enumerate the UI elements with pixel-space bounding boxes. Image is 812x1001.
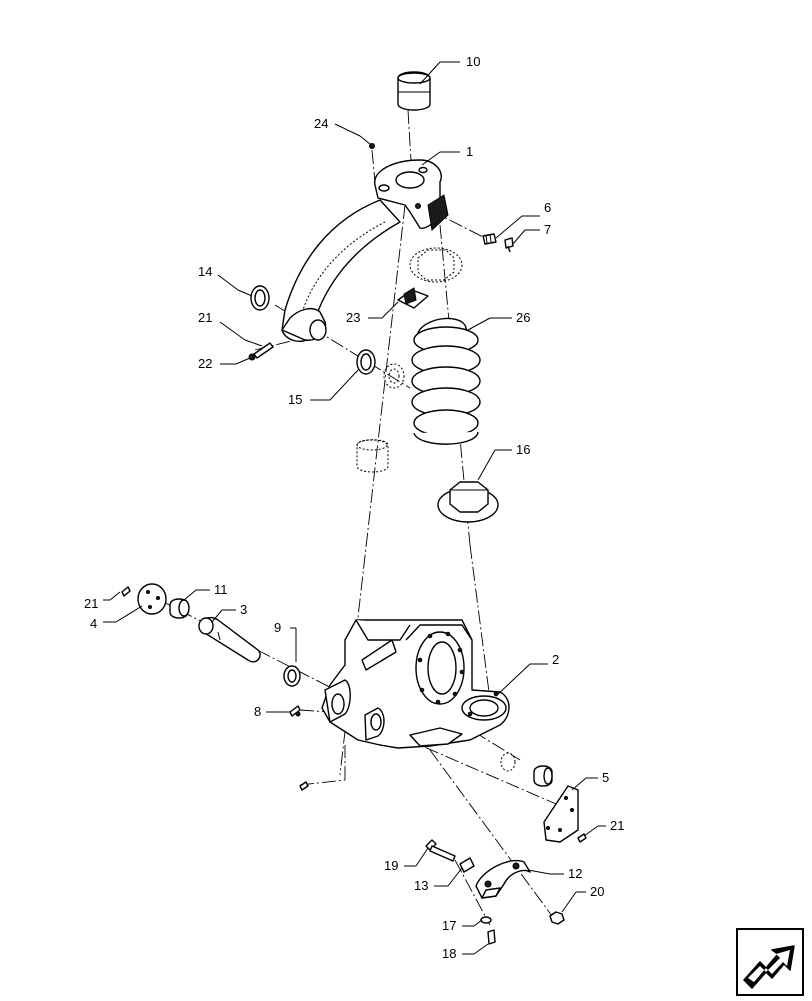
callout-2: 2 <box>552 652 559 667</box>
callout-8: 8 <box>254 704 261 719</box>
callout-10: 10 <box>466 54 480 69</box>
part-26-coil-spring <box>411 317 481 445</box>
callout-4: 4 <box>90 616 97 631</box>
part-11-spacer <box>169 598 190 619</box>
callout-26: 26 <box>516 310 530 325</box>
part-5-plate <box>543 785 579 843</box>
callout-labels: 10 1 24 6 7 14 21 22 23 26 15 16 11 3 21… <box>84 54 624 961</box>
callout-11: 11 <box>214 582 228 597</box>
part-9-snap-ring <box>283 665 301 687</box>
callout-3: 3 <box>240 602 247 617</box>
callout-16: 16 <box>516 442 530 457</box>
part-1-upper-arm <box>281 159 449 342</box>
part-8-bolt <box>289 705 301 717</box>
part-17-washer <box>480 916 492 924</box>
callout-5: 5 <box>602 770 609 785</box>
callout-17: 17 <box>442 918 456 933</box>
callout-19: 19 <box>384 858 398 873</box>
part-19-bolt <box>425 839 456 862</box>
part-25-pin <box>369 143 375 149</box>
part-22-23-bolt <box>248 342 274 361</box>
part-3-pin <box>198 616 261 663</box>
part-18-screw <box>487 929 496 945</box>
part-20-nut <box>549 911 565 925</box>
callout-23: 22 <box>198 356 212 371</box>
ghost-ring-right <box>500 752 516 772</box>
bushing-right <box>533 765 553 787</box>
part-24-bump-stop <box>397 287 429 309</box>
part-21-screw-left <box>121 586 131 597</box>
callout-7: 7 <box>544 222 551 237</box>
part-14-ring <box>250 285 270 311</box>
callout-25: 24 <box>314 116 328 131</box>
part-15-ring <box>356 349 376 375</box>
callout-21-right: 21 <box>610 818 624 833</box>
ghost-hex-seat <box>409 247 463 283</box>
callout-20: 20 <box>590 884 604 899</box>
ghost-ring <box>383 363 405 389</box>
part-6-7-fitting <box>482 233 514 253</box>
callout-6: 6 <box>544 200 551 215</box>
part-13-sleeve <box>459 857 475 873</box>
lower-bolt-ghost <box>299 781 309 791</box>
callout-21-left: 21 <box>84 596 98 611</box>
callout-18: 18 <box>442 946 456 961</box>
next-page-button[interactable] <box>736 928 804 996</box>
leader-lines <box>103 61 606 955</box>
part-12-clamp <box>475 859 531 899</box>
next-page-arrow-icon <box>736 928 804 996</box>
part-16-spring-seat <box>437 481 499 523</box>
callout-13: 13 <box>414 878 428 893</box>
callout-1: 1 <box>466 144 473 159</box>
callout-14: 14 <box>198 264 212 279</box>
part-2-housing <box>321 619 510 749</box>
part-4-cap <box>137 583 167 615</box>
ghost-bushing <box>356 439 389 473</box>
callout-22: 21 <box>198 310 212 325</box>
callout-24: 23 <box>346 310 360 325</box>
callout-15: 15 <box>288 392 302 407</box>
callout-9: 9 <box>274 620 281 635</box>
callout-12: 12 <box>568 866 582 881</box>
